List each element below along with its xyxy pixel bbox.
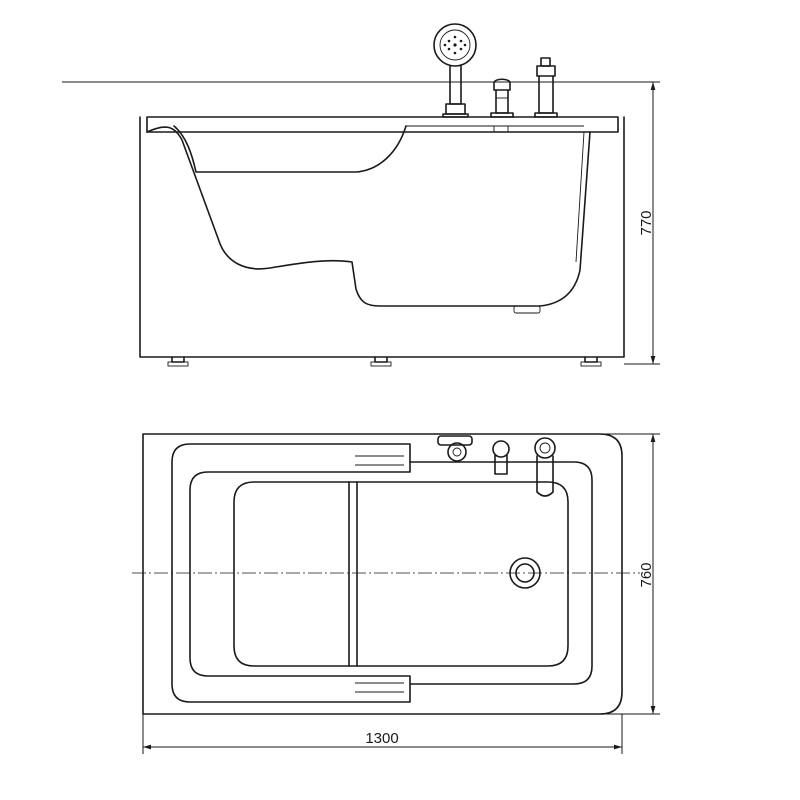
basin-inner-edge bbox=[406, 125, 585, 263]
hand-shower-icon bbox=[433, 23, 477, 118]
plan-view bbox=[132, 433, 640, 715]
tub-rim bbox=[146, 116, 619, 133]
drain-fitting bbox=[513, 305, 541, 314]
spout-plan-icon bbox=[534, 437, 556, 497]
seat-divider bbox=[348, 481, 358, 667]
basin-floor bbox=[233, 481, 569, 667]
length-value: 1300 bbox=[365, 730, 398, 747]
faucet-plan-icon bbox=[492, 440, 510, 475]
hand-shower-holder-icon bbox=[437, 435, 473, 462]
adjustable-feet bbox=[167, 356, 602, 367]
width-value: 760 bbox=[638, 562, 655, 587]
door-recess-curve bbox=[173, 125, 407, 173]
side-elevation-view bbox=[139, 23, 625, 367]
tub-apron bbox=[139, 116, 625, 358]
door-slot-lines bbox=[355, 455, 404, 693]
height-value: 770 bbox=[638, 210, 655, 235]
tub-outline-plan bbox=[142, 433, 623, 715]
door-seat-profile bbox=[146, 126, 591, 307]
overflow-fitting bbox=[493, 125, 509, 133]
drain-icon bbox=[509, 557, 541, 589]
dimension-length: 1300 bbox=[142, 714, 623, 754]
rim-inner-outline bbox=[171, 443, 411, 703]
dimension-height: 770 bbox=[62, 81, 660, 365]
diverter-valve-icon bbox=[534, 57, 558, 118]
mixer-faucet-icon bbox=[490, 78, 514, 118]
dimension-width: 760 bbox=[600, 433, 660, 715]
basin-rim-right bbox=[409, 461, 593, 685]
